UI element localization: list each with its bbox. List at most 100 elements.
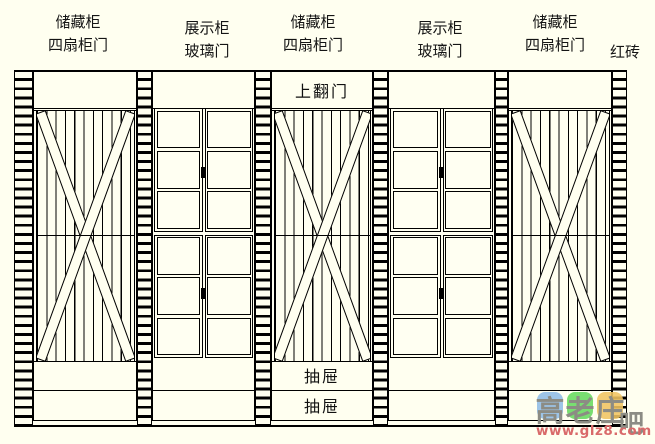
watermark-char: 老: [565, 394, 595, 428]
header-line1: 储藏柜: [55, 13, 101, 31]
plank-door-panel: [35, 111, 135, 361]
cabinet-1-storage: [33, 72, 137, 421]
header-cabinet-3: 储藏柜 四扇柜门: [258, 11, 368, 57]
middle-rail: [274, 235, 370, 237]
cabinet-4-lower-band-2: [389, 390, 494, 421]
plank-door-panel: [273, 111, 371, 361]
glass-pane: [392, 277, 438, 316]
cabinet-4-top-rail: [389, 72, 494, 109]
watermark: 高 老 庄 吧 www.glz8.com: [535, 390, 655, 444]
glass-pane: [207, 191, 251, 229]
plank-door-panel: [510, 111, 610, 361]
cabinet-1-top-rail: [34, 72, 136, 109]
flip-up-door: 上翻门: [272, 72, 372, 109]
cabinet-1-doors: [34, 110, 136, 362]
glass-pane: [392, 237, 438, 275]
header-line1: 展示柜: [184, 19, 230, 37]
cabinet-2-lower-band-2: [153, 390, 254, 421]
glass-pane: [207, 110, 251, 149]
header-cabinet-5: 储藏柜 四扇柜门: [500, 11, 610, 57]
cabinet-2-top-rail: [153, 72, 254, 109]
door-handle: [201, 288, 206, 299]
glass-door-unit-lower: [390, 234, 493, 358]
glass-pane: [445, 191, 491, 229]
header-line2: 四扇柜门: [524, 36, 585, 54]
glass-door-left: [154, 108, 203, 232]
brick-column-1: [14, 72, 33, 425]
glass-door-right: [204, 234, 253, 358]
brick-column-2: [137, 72, 152, 425]
brick-column-3: [255, 72, 271, 425]
glass-pane: [156, 237, 200, 275]
drawer-label: 抽屉: [303, 367, 340, 386]
glass-pane: [445, 317, 491, 356]
cabinet-5-lower-band-2: [509, 390, 611, 421]
glass-pane: [207, 277, 251, 316]
glass-pane: [445, 237, 491, 275]
cabinet-1-lower-band-1: [34, 360, 136, 391]
drawer-label: 抽屉: [303, 397, 340, 416]
glass-pane: [156, 277, 200, 316]
cabinet-1-lower-band-2: [34, 390, 136, 421]
glass-door-left: [390, 234, 441, 358]
glass-pane: [445, 110, 491, 149]
glass-door-right: [442, 234, 493, 358]
flip-up-door-label: 上翻门: [294, 82, 349, 101]
glass-pane: [392, 317, 438, 356]
header-line1: 展示柜: [417, 19, 463, 37]
header-line2: 四扇柜门: [282, 36, 343, 54]
cabinet-5-lower-band-1: [509, 360, 611, 391]
drawer-top: 抽屉: [272, 360, 372, 391]
brick-column-6: [612, 72, 627, 425]
glass-door-stack: [154, 108, 253, 358]
header-cabinet-4: 展示柜 玻璃门: [385, 17, 495, 63]
glass-pane: [445, 277, 491, 316]
header-cabinet-2: 展示柜 玻璃门: [152, 17, 262, 63]
header-line2: 玻璃门: [184, 42, 230, 60]
middle-rail: [36, 235, 134, 237]
drawer-bottom: 抽屉: [272, 390, 372, 421]
watermark-block-blue: [537, 392, 563, 419]
glass-pane: [156, 317, 200, 356]
cabinet-3-storage: 上翻门 抽屉 抽屉: [271, 72, 373, 421]
top-beam-line: [14, 70, 627, 73]
cabinet-2-display: [152, 72, 255, 421]
header-line2: 四扇柜门: [47, 36, 108, 54]
watermark-block-orange: [597, 392, 623, 419]
door-handle: [439, 167, 444, 178]
glass-pane: [156, 191, 200, 229]
glass-door-right: [204, 108, 253, 232]
cabinet-2-lower-band-1: [153, 360, 254, 391]
watermark-char: 庄: [595, 394, 625, 428]
watermark-block-green: [567, 392, 593, 419]
glass-pane: [207, 150, 251, 189]
door-handle: [439, 288, 444, 299]
glass-pane: [156, 150, 200, 189]
glass-door-stack: [390, 108, 493, 358]
glass-pane: [445, 150, 491, 189]
cabinet-4-display: [388, 72, 495, 421]
cabinet-3-doors: [272, 110, 372, 362]
glass-door-left: [154, 234, 203, 358]
glass-door-unit-upper: [154, 108, 253, 232]
glass-pane: [392, 191, 438, 229]
middle-rail: [511, 235, 609, 237]
header-line2: 玻璃门: [417, 42, 463, 60]
cabinet-5-doors: [509, 110, 611, 362]
glass-door-unit-upper: [390, 108, 493, 232]
watermark-char: 高: [535, 394, 565, 428]
label-red-brick: 红砖: [610, 43, 641, 61]
cabinet-5-top-rail: [509, 72, 611, 109]
glass-pane: [207, 237, 251, 275]
glass-door-right: [442, 108, 493, 232]
door-handle: [201, 167, 206, 178]
header-line1: 储藏柜: [532, 13, 578, 31]
glass-pane: [207, 317, 251, 356]
glass-pane: [392, 150, 438, 189]
glass-pane: [392, 110, 438, 149]
glass-pane: [156, 110, 200, 149]
header-cabinet-1: 储藏柜 四扇柜门: [23, 11, 133, 57]
header-line1: 储藏柜: [290, 13, 336, 31]
watermark-char: 吧: [619, 409, 645, 438]
